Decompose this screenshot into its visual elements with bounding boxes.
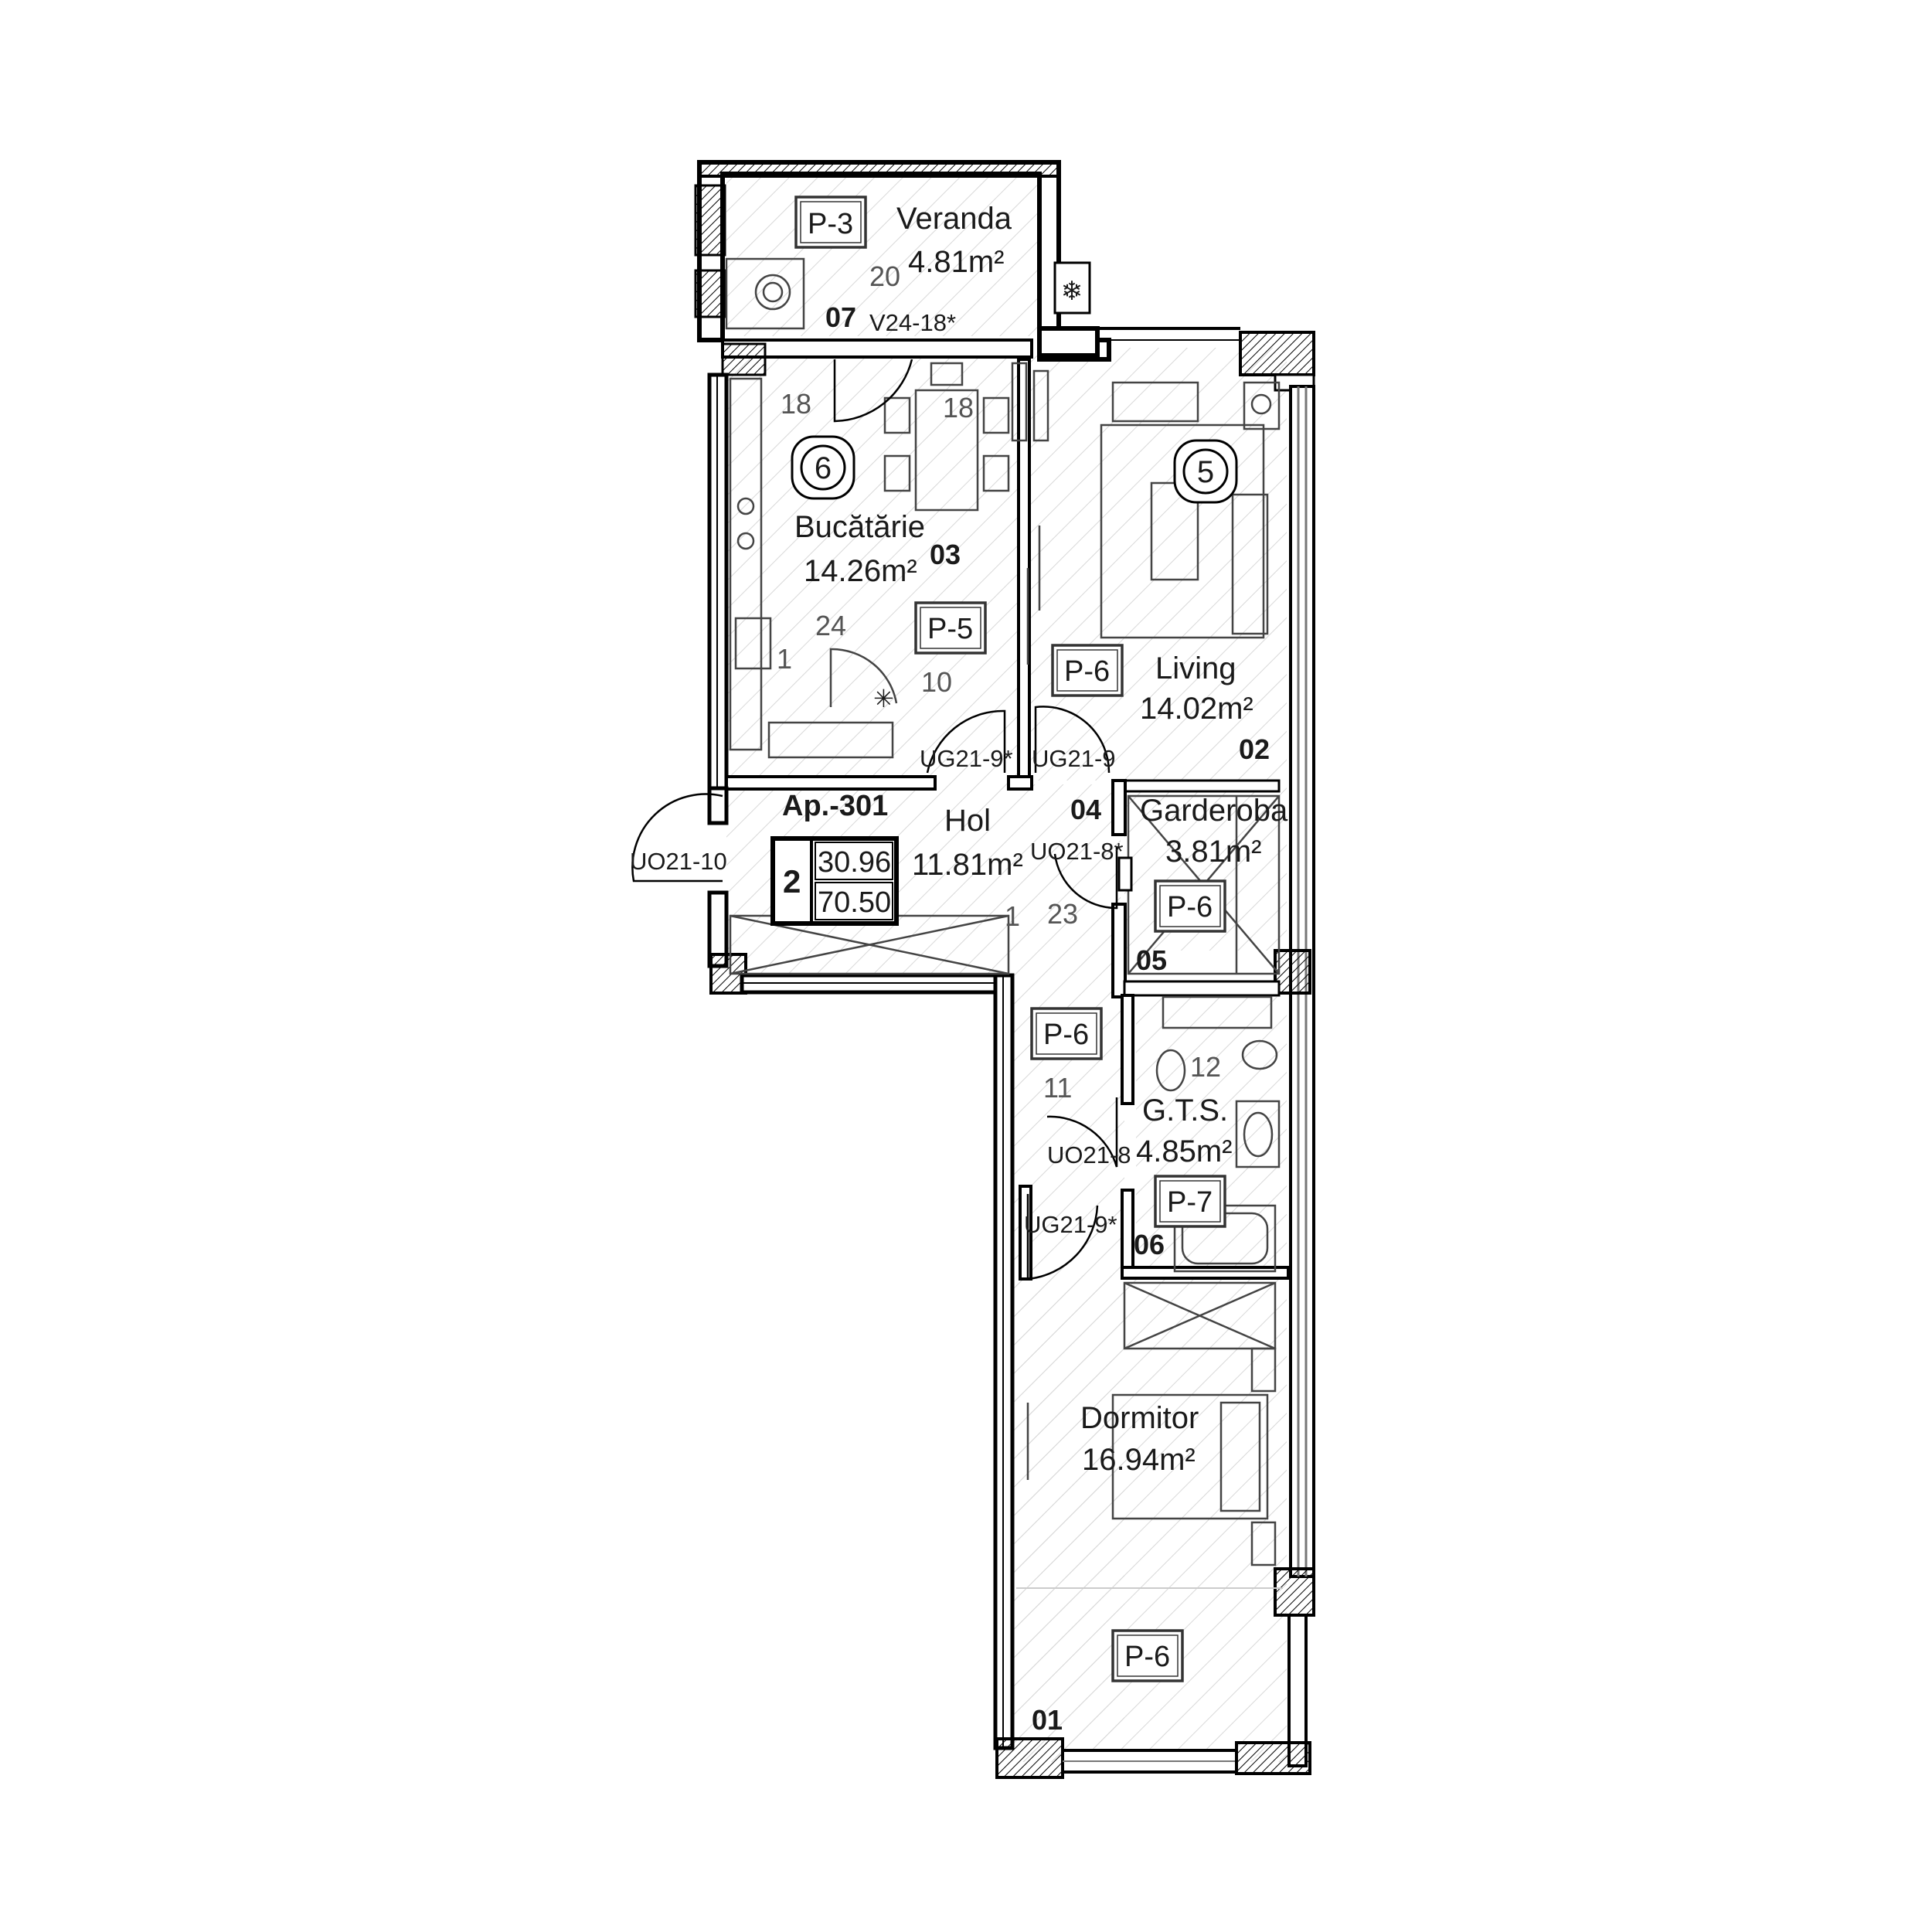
living-area: 14.02m² <box>1140 692 1253 726</box>
living-name: Living <box>1155 651 1236 685</box>
dim-1b: 1 <box>1005 900 1020 932</box>
wardrobe-tag: P-6 <box>1167 891 1213 923</box>
kitchen-name: Bucătărie <box>794 510 925 544</box>
bathroom-door-label: UO21-8 <box>1047 1141 1131 1168</box>
bathroom-number: 06 <box>1134 1229 1165 1260</box>
dim-11: 11 <box>1043 1072 1072 1104</box>
finish-tags: P-3 P-5 P-6 P-6 P-6 P-7 P-6 <box>794 196 1226 1682</box>
wardrobe-name: Garderoba <box>1140 794 1288 828</box>
veranda-area: 4.81m² <box>908 245 1005 279</box>
snowflake-icon: ❄ <box>1061 277 1083 306</box>
living-number: 02 <box>1239 733 1270 765</box>
dim-12: 12 <box>1190 1051 1221 1083</box>
living-marker: 5 <box>1197 455 1214 489</box>
kitchen-tag: P-5 <box>927 613 973 645</box>
corridor-tag: P-6 <box>1043 1019 1089 1051</box>
dimension-labels: 20 18 18 24 1 10 23 1 11 12 <box>777 260 1221 1104</box>
dim-20: 20 <box>869 260 900 292</box>
dim-18a: 18 <box>781 388 811 420</box>
dim-23: 23 <box>1047 898 1078 930</box>
room-labels: Veranda 4.81m² 07 Bucătărie 14.26m² 03 L… <box>794 202 1288 1736</box>
kitchen-door-label: UG21-9* <box>920 745 1013 772</box>
wardrobe-number: 05 <box>1136 944 1167 976</box>
dim-24: 24 <box>815 610 846 641</box>
apartment-rooms: 2 <box>783 863 801 900</box>
veranda-window-label: V24-18* <box>869 309 956 336</box>
wardrobe-door-label: UO21-8* <box>1030 838 1124 865</box>
apartment-label: Ap.-301 <box>782 790 888 822</box>
asterisk-icon: ✳ <box>873 685 894 713</box>
apartment-living-area: 30.96 <box>818 846 891 879</box>
hall-name: Hol <box>944 804 991 838</box>
bathroom-name: G.T.S. <box>1142 1094 1228 1128</box>
entry-door-label: UO21-10 <box>630 848 727 875</box>
kitchen-number: 03 <box>930 539 961 570</box>
dim-18b: 18 <box>943 392 974 423</box>
living-door-label: UG21-9 <box>1032 745 1116 772</box>
bedroom-tag: P-6 <box>1124 1641 1170 1673</box>
bedroom-door-label: UG21-9* <box>1024 1211 1117 1238</box>
door-labels: UO21-10 UG21-9* UG21-9 UO21-8* UO21-8 UG… <box>630 309 1131 1238</box>
dim-1a: 1 <box>777 643 792 675</box>
hall-number: 04 <box>1070 794 1101 825</box>
circle-markers: 6 5 <box>791 435 1238 504</box>
veranda-name: Veranda <box>896 202 1012 236</box>
veranda-tag: P-3 <box>808 208 853 240</box>
veranda-number: 07 <box>825 301 856 333</box>
apartment-total-area: 70.50 <box>818 886 891 919</box>
bedroom-area: 16.94m² <box>1082 1443 1196 1477</box>
doors <box>631 359 1133 1281</box>
wardrobe-area: 3.81m² <box>1165 835 1262 869</box>
kitchen-area: 14.26m² <box>804 554 917 588</box>
bedroom-number: 01 <box>1032 1704 1063 1736</box>
hall-area: 11.81m² <box>912 848 1023 882</box>
bathroom-tag: P-7 <box>1167 1186 1213 1219</box>
living-tag: P-6 <box>1064 655 1110 688</box>
bedroom-name: Dormitor <box>1080 1401 1199 1435</box>
dim-10: 10 <box>921 666 952 698</box>
bathroom-area: 4.85m² <box>1136 1134 1233 1168</box>
walls <box>694 160 1315 1779</box>
kitchen-marker: 6 <box>815 451 832 485</box>
apartment-info: Ap.-301 2 30.96 70.50 <box>770 790 899 926</box>
fixtures: ❄ ✳ <box>725 257 1283 1589</box>
